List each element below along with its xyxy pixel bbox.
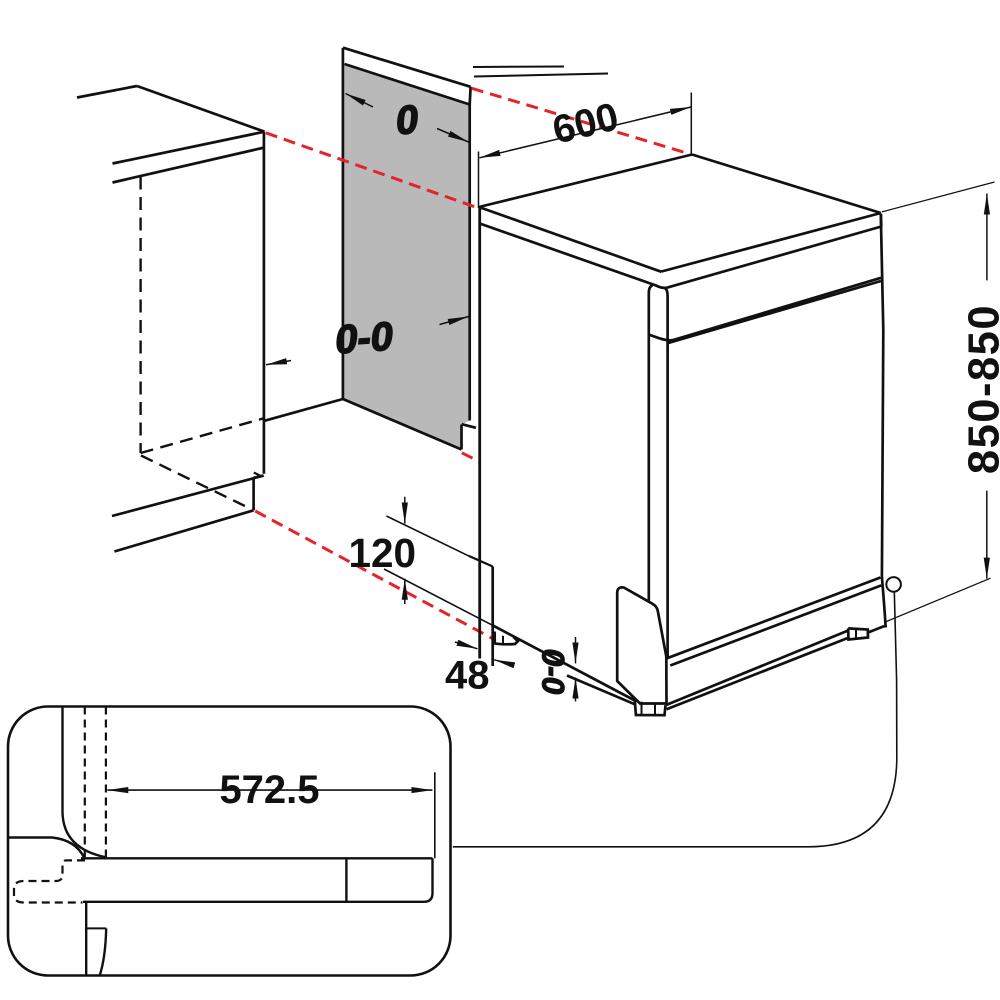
svg-text:0-0: 0-0 — [334, 315, 395, 363]
svg-text:120: 120 — [349, 530, 417, 576]
svg-text:48: 48 — [445, 654, 490, 698]
svg-text:850-850: 850-850 — [961, 304, 1000, 474]
svg-text:0-0: 0-0 — [536, 649, 572, 695]
svg-text:572.5: 572.5 — [219, 768, 319, 812]
svg-text:0: 0 — [394, 98, 420, 144]
